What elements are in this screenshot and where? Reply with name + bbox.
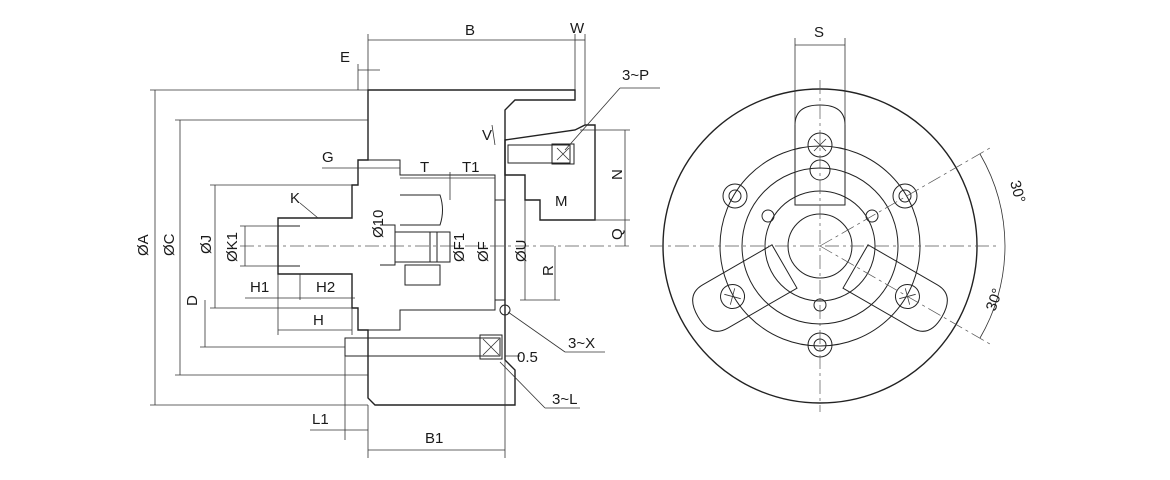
label-G: G [322,149,334,166]
label-0-5: 0.5 [517,349,538,366]
label-T1: T1 [462,159,480,176]
label-3X: 3~X [568,335,595,352]
front-view: S 30° 30° [650,24,1028,412]
label-phiF: ØF [475,241,492,262]
label-V: V [482,127,492,144]
label-phiC: ØC [161,233,178,256]
label-angle-upper: 30° [1006,179,1028,205]
label-R: R [540,265,557,276]
label-M: M [555,193,568,210]
label-H2: H2 [316,279,335,296]
label-H1: H1 [250,279,269,296]
label-S: S [814,24,824,41]
label-H: H [313,312,324,329]
label-K: K [290,190,300,207]
label-phiF1: ØF1 [451,233,468,262]
label-N: N [609,169,626,180]
chuck-body-side [277,89,576,406]
side-view: B W E 3~P V G T T1 N K M Ø10 ØF1 ØF ØU Q… [135,20,660,458]
label-phiU: ØU [513,240,530,263]
label-3P: 3~P [622,67,649,84]
jaw-block [504,124,596,221]
jaw-left [692,244,798,332]
label-E: E [340,49,350,66]
label-W: W [570,20,585,37]
jaw-right [842,244,948,332]
label-D: D [184,295,201,306]
label-Q: Q [609,228,626,240]
label-phi10: Ø10 [370,210,387,238]
label-T: T [420,159,429,176]
label-3L: 3~L [552,391,577,408]
label-L1: L1 [312,411,329,428]
label-B1: B1 [425,430,443,447]
label-angle-lower: 30° [983,286,1007,313]
label-phiA: ØA [135,234,152,256]
label-B: B [465,22,475,39]
label-phiK1: ØK1 [224,232,241,262]
label-phiJ: ØJ [198,235,215,254]
